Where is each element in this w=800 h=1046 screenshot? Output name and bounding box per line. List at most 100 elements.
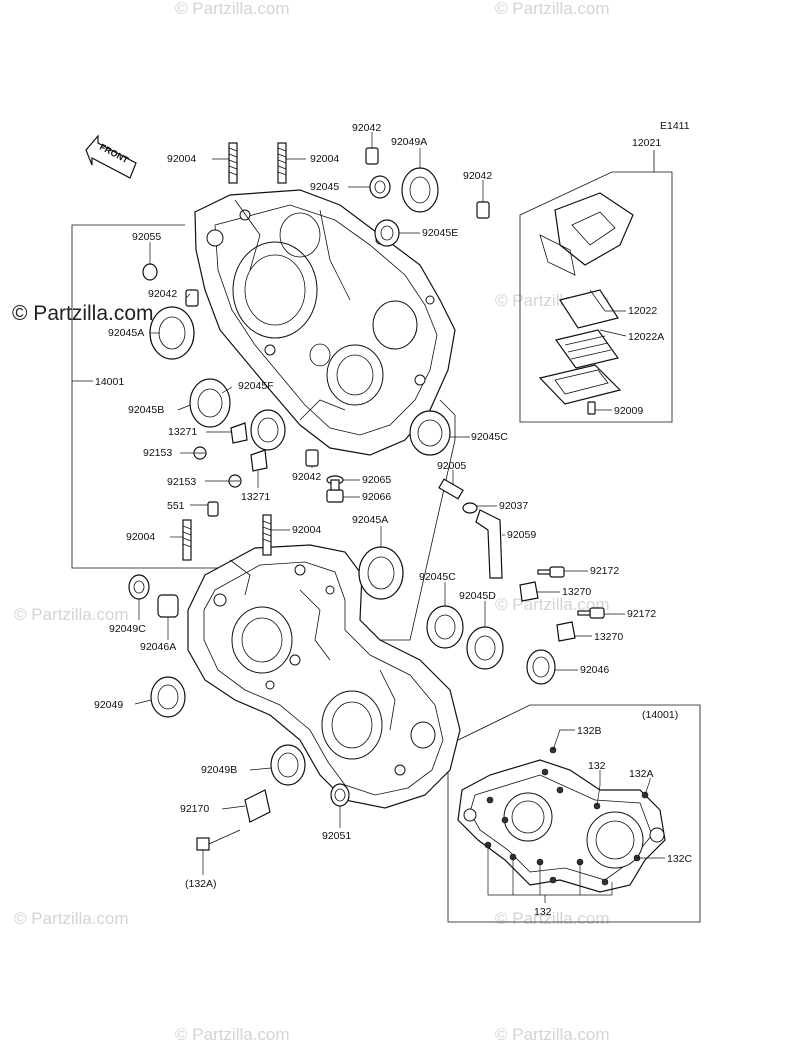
label-92005: 92005 [437,460,466,472]
label-92042: 92042 [463,170,492,182]
stud-bolt-92004-left [228,142,238,184]
label-92045: 92045 [310,181,339,193]
label-92004: 92004 [167,153,196,165]
screw-92153-a [193,446,207,460]
label-92042: 92042 [292,471,321,483]
label-132B: 132B [577,725,602,737]
reed-stopper-12022A [554,329,620,369]
label-12022A: 12022A [628,331,664,343]
label-92042: 92042 [148,288,177,300]
label-92037: 92037 [499,500,528,512]
label-92172: 92172 [627,608,656,620]
bearing-92045C-lower [426,605,464,649]
plate-13270-b [556,621,576,642]
label-92170: 92170 [180,803,209,815]
oil-seal-92049 [150,676,186,718]
label-92004: 92004 [292,524,321,536]
bolt-92172-a [537,566,565,578]
label-92066: 92066 [362,491,391,503]
fitting-92005 [438,478,464,500]
label-551: 551 [167,500,185,512]
bolt-92172-b [577,607,605,619]
dowel-pin-92042-top [365,147,379,165]
bolt-132A [196,829,241,851]
label-92065: 92065 [362,474,391,486]
label-92045A: 92045A [108,327,144,339]
screw-92153-b [228,474,242,488]
label-13270: 13270 [594,631,623,643]
upper-crankcase-half [194,189,456,456]
label-132: 132 [588,760,606,772]
callout-labels: 92042 92049A 92004 92004 92045 92042 920… [94,122,693,918]
bracket-92170 [244,789,271,823]
label-92045C: 92045C [419,571,456,583]
label-92045D: 92045D [459,590,496,602]
label-92049A: 92049A [391,136,427,148]
reed-valve-12021 [539,192,634,276]
watermark: © Partzilla.com [175,0,290,18]
watermark: © Partzilla.com [14,605,129,624]
label-92049B: 92049B [201,764,237,776]
screw-92009 [587,401,596,415]
bearing-92045D [466,626,504,670]
label-92153: 92153 [167,476,196,488]
dowel-pin-92042-mid [305,449,319,467]
label-92046A: 92046A [140,641,176,653]
label-132: 132 [534,906,552,918]
watermarks: © Partzilla.com © Partzilla.com © Partzi… [12,0,610,1044]
label-92046: 92046 [580,664,609,676]
stud-bolt-92004-right [277,142,287,184]
bearing-92045A-lower [358,546,404,600]
label-132A: 132A [629,768,654,780]
front-arrow-icon: FRONT [85,134,137,179]
label-92045E: 92045E [422,227,458,239]
watermark-main: © Partzilla.com [12,302,154,325]
plate-13271-a [230,422,248,444]
label-12021: 12021 [632,137,661,149]
lower-crankcase-half [187,544,461,809]
stud-bolt-92004-lower-right [262,514,272,556]
watermark: © Partzilla.com [495,909,610,928]
watermark: © Partzilla.com [175,1025,290,1044]
label-14001-inset: (14001) [642,709,678,721]
plate-13270-a [519,581,539,602]
needle-bearing-92046 [526,649,556,685]
label-92055: 92055 [132,231,161,243]
label-92051: 92051 [322,830,351,842]
bearing-92045B [189,378,231,428]
label-13271: 13271 [241,491,270,503]
label-92045B: 92045B [128,404,164,416]
watermark: © Partzilla.com [495,1025,610,1044]
oil-seal-92049A [401,167,439,213]
label-92042: 92042 [352,122,381,134]
bearing-92045E [374,219,400,247]
bearing-92045C-upper [409,410,451,456]
label-14001: 14001 [95,376,124,388]
label-92009: 92009 [614,405,643,417]
label-92059: 92059 [507,529,536,541]
label-92045F: 92045F [238,380,274,392]
label-13270: 13270 [562,586,591,598]
label-132C: 132C [667,853,693,865]
bearing-92045F [250,409,286,451]
hose-92059 [475,509,503,579]
watermark: © Partzilla.com [495,0,610,18]
label-92004: 92004 [126,531,155,543]
leader-lines [134,132,665,903]
reed-plate [538,364,622,405]
oil-seal-92049B [270,744,306,786]
bearing-92045 [369,175,391,199]
clamp-92037 [462,502,478,514]
stud-bolt-92004-lower-left [182,519,192,561]
label-13271: 13271 [168,426,197,438]
label-12022: 12022 [628,305,657,317]
reed-petal-12022 [559,289,619,329]
drain-plug-92066 [326,479,344,503]
label-132A: (132A) [185,878,217,890]
dowel-pin-92042-left [185,289,199,307]
dowel-pin-551 [207,501,219,517]
label-92045A: 92045A [352,514,388,526]
diagram-id: E1411 [660,120,690,132]
oil-seal-92049C [128,574,150,600]
